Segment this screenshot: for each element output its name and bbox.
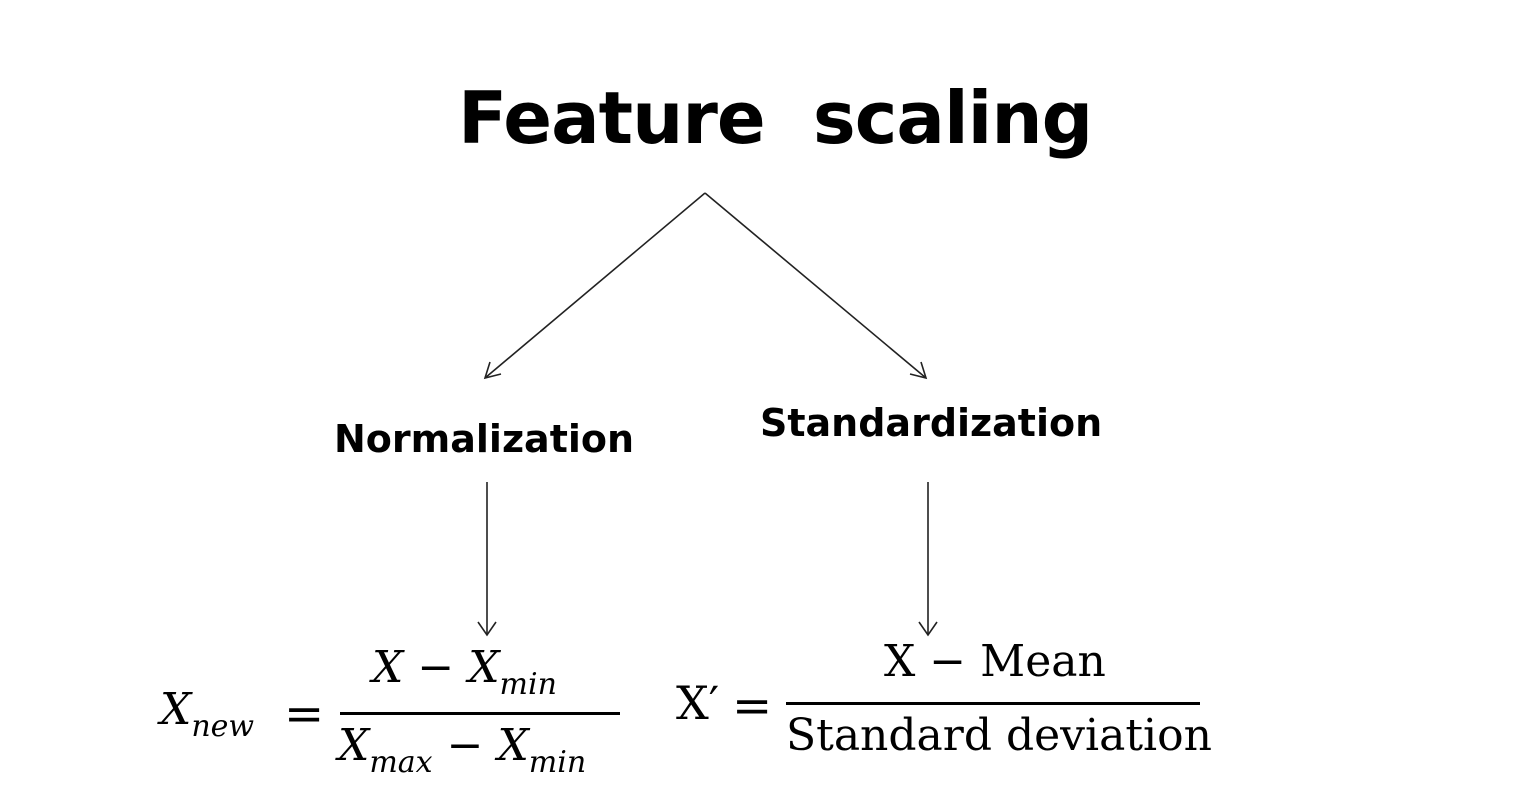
normalization-denominator: Xmax − Xmin [338, 724, 586, 778]
normalization-equals: = [284, 686, 325, 742]
num-subscript: min [499, 667, 557, 702]
arrowhead-standardization-formula [918, 621, 938, 637]
den-subscript2: min [528, 745, 587, 780]
num-var2: X [468, 642, 500, 693]
arrow-to-normalization [484, 192, 706, 379]
den-var: X [338, 720, 370, 771]
diagram-title: Feature scaling [458, 76, 1093, 160]
standardization-lhs: X′ [676, 676, 720, 730]
standardization-label: Standardization [760, 401, 1103, 445]
normalization-numerator: X − Xmin [372, 646, 557, 700]
arrowhead-normalization-formula [477, 621, 497, 637]
normalization-fraction-bar [340, 712, 620, 715]
den-minus: − [446, 720, 484, 771]
num-minus: − [417, 642, 455, 693]
arrow-to-standardization [704, 192, 927, 379]
standardization-fraction-bar [786, 702, 1200, 705]
standardization-equals: = [732, 678, 773, 734]
num-var: X [372, 642, 404, 693]
normalization-lhs: Xnew [160, 688, 254, 742]
arrowhead-standardization [909, 361, 928, 380]
den-var2: X [497, 720, 529, 771]
arrowhead-normalization [483, 361, 502, 380]
lhs-subscript: new [191, 709, 255, 744]
den-subscript: max [369, 745, 433, 780]
standardization-denominator: Standard deviation [786, 710, 1212, 761]
lhs-var: X [160, 684, 192, 735]
normalization-label: Normalization [334, 417, 635, 461]
standardization-numerator: X − Mean [884, 636, 1106, 687]
